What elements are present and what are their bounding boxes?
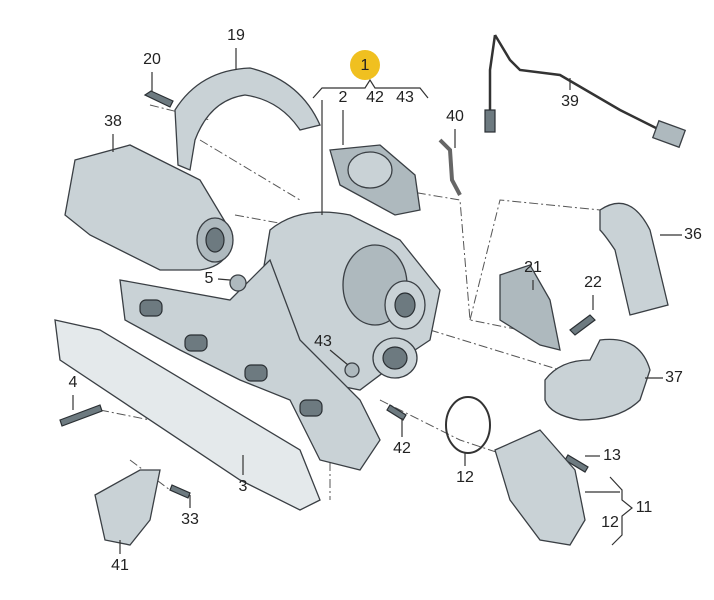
label-19[interactable]: 19 — [227, 27, 245, 44]
turbine-bore — [382, 346, 408, 370]
part-gasket-ring-12[interactable] — [445, 396, 491, 454]
label-3[interactable]: 3 — [239, 478, 248, 495]
highlight-circle-1 — [350, 50, 380, 80]
label-33[interactable]: 33 — [181, 511, 199, 528]
label-43-nut[interactable]: 43 — [314, 333, 332, 350]
label-38[interactable]: 38 — [104, 113, 122, 130]
manifold-port — [139, 299, 163, 317]
compressor-bore — [394, 292, 416, 318]
part-elbow-37[interactable] — [544, 338, 651, 421]
label-13[interactable]: 13 — [603, 447, 621, 464]
label-40[interactable]: 40 — [446, 108, 464, 125]
sensor-connector — [651, 119, 687, 149]
manifold-port — [244, 364, 268, 382]
sensor-wire — [488, 34, 497, 110]
label-36[interactable]: 36 — [684, 226, 702, 243]
part-heat-shield[interactable] — [174, 67, 321, 171]
part-intake-hose[interactable] — [599, 202, 669, 316]
label-21[interactable]: 21 — [524, 259, 542, 276]
label-37[interactable]: 37 — [665, 369, 683, 386]
sensor-probe — [484, 109, 496, 133]
label-5[interactable]: 5 — [205, 270, 214, 287]
label-20[interactable]: 20 — [143, 51, 161, 68]
part-bracket-21[interactable] — [499, 264, 561, 351]
part-bolt-13[interactable] — [564, 454, 589, 473]
label-4[interactable]: 4 — [69, 374, 78, 391]
actuator-body — [347, 151, 393, 189]
label-39[interactable]: 39 — [561, 93, 579, 110]
label-11[interactable]: 11 — [636, 499, 653, 516]
part-stud-42[interactable] — [386, 404, 407, 421]
part-bolt-20[interactable] — [143, 90, 174, 108]
part-pipe-11[interactable] — [494, 429, 586, 546]
label-1[interactable]: 1 — [361, 57, 370, 74]
label-42[interactable]: 42 — [366, 89, 384, 106]
manifold-port — [299, 399, 323, 417]
label-22[interactable]: 22 — [584, 274, 602, 291]
part-vacuum-hose-40[interactable] — [438, 138, 462, 196]
part-bolt-33[interactable] — [169, 484, 191, 499]
label-43[interactable]: 43 — [396, 89, 414, 106]
part-stud-4[interactable] — [59, 404, 103, 427]
part-manifold-gasket[interactable] — [54, 319, 321, 511]
label-12-ring[interactable]: 12 — [456, 469, 474, 486]
label-41[interactable]: 41 — [111, 557, 129, 574]
part-nut-5[interactable] — [229, 274, 247, 292]
part-bolt-22[interactable] — [569, 314, 596, 336]
label-2[interactable]: 2 — [339, 89, 348, 106]
part-sensor-39[interactable] — [493, 34, 661, 132]
part-nut-43[interactable] — [344, 362, 360, 378]
leader-lines — [72, 48, 682, 554]
converter-bore — [205, 227, 225, 253]
label-12-pipe[interactable]: 12 — [601, 514, 619, 531]
label-42-stud[interactable]: 42 — [393, 440, 411, 457]
part-bracket-41[interactable] — [94, 469, 161, 546]
manifold-port — [184, 334, 208, 352]
